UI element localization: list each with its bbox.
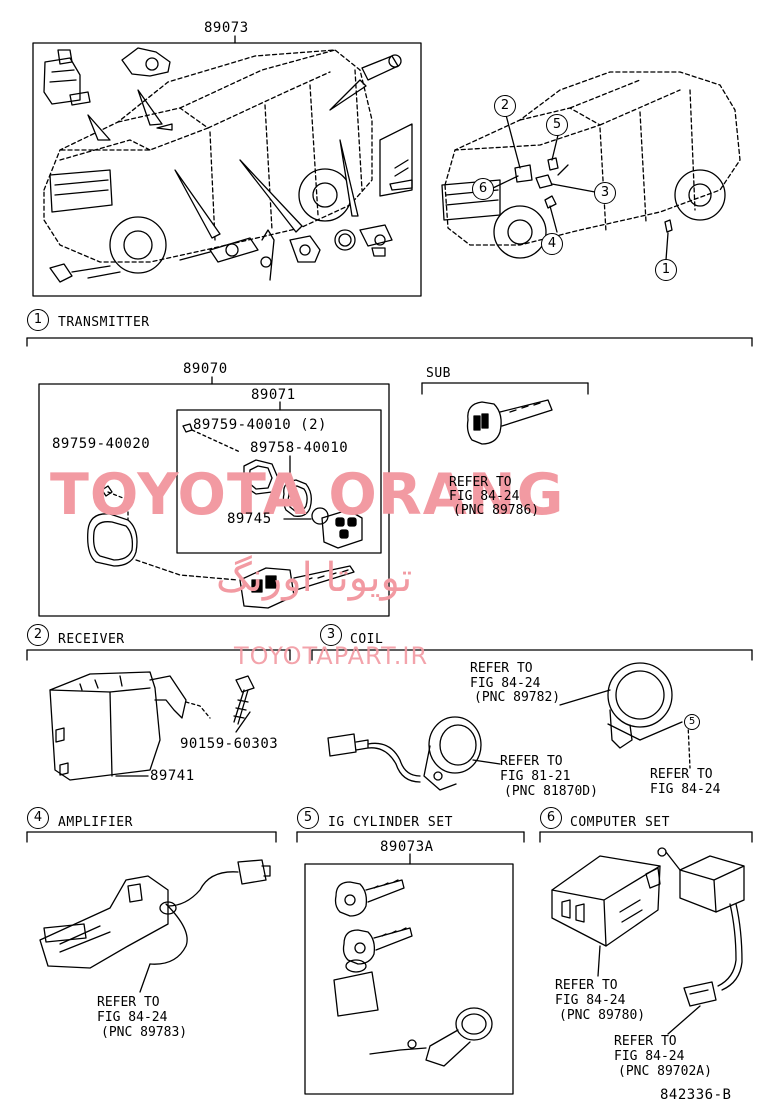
comp-ref-a-3: (PNC 89780) [559, 1008, 646, 1023]
sub-ref-line1: REFER TO [449, 475, 512, 490]
section-title-receiver: RECEIVER [58, 632, 125, 647]
overview-box [32, 35, 422, 297]
watermark-text: TOYOTA ORANG [50, 462, 565, 528]
coil-ref-top-2: FIG 84-24 [470, 676, 541, 691]
amp-ref-1: REFER TO [97, 995, 160, 1010]
comp-ref-b-3: (PNC 89702A) [618, 1064, 712, 1079]
comp-ref-b-2: FIG 84-24 [614, 1049, 685, 1064]
figure-id: 842336-B [660, 1087, 732, 1103]
main-part-number: 89073 [204, 20, 249, 36]
amplifier-section [26, 831, 277, 993]
ig-cylinder-section [296, 831, 525, 1095]
section-num-coil: 3 [320, 624, 342, 646]
overview-right [441, 71, 741, 261]
sub-ref-line2: FIG 84-24 [449, 489, 520, 504]
callout-5: 5 [546, 114, 568, 136]
section-title-amplifier: AMPLIFIER [58, 815, 133, 830]
callout-6: 6 [472, 178, 494, 200]
part-screw-b: 89759-40010 (2) [193, 417, 327, 433]
section-num-transmitter: 1 [27, 309, 49, 331]
amp-ref-2: FIG 84-24 [97, 1010, 168, 1025]
sub-ref-line3: (PNC 89786) [453, 503, 540, 518]
part-89071: 89071 [251, 387, 296, 403]
part-bolt: 90159-60303 [180, 736, 279, 752]
sub-title: SUB [426, 366, 451, 381]
coil-ref-mid-2: FIG 81-21 [500, 769, 571, 784]
section-title-computer: COMPUTER SET [570, 815, 670, 830]
callout-2: 2 [494, 95, 516, 117]
part-battery: 89745 [227, 511, 272, 527]
coil-ref-top-1: REFER TO [470, 661, 533, 676]
part-gasket: 89758-40010 [250, 440, 349, 456]
section-title-ig: IG CYLINDER SET [328, 815, 453, 830]
section-num-receiver: 2 [27, 624, 49, 646]
watermark-url: TOYOTAPART.IR [234, 642, 429, 670]
callout-1: 1 [655, 259, 677, 281]
comp-ref-a-1: REFER TO [555, 978, 618, 993]
coil-ref-right-1: REFER TO [650, 767, 713, 782]
coil-ref-mid-1: REFER TO [500, 754, 563, 769]
callout-3: 3 [594, 182, 616, 204]
amp-ref-3: (PNC 89783) [101, 1025, 188, 1040]
part-screw-a: 89759-40020 [52, 436, 151, 452]
coil-ref-mid-3: (PNC 81870D) [504, 784, 598, 799]
part-89741: 89741 [150, 768, 195, 784]
coil-section [311, 649, 753, 791]
section-title-coil: COIL [350, 632, 384, 647]
callout-4: 4 [541, 233, 563, 255]
comp-ref-b-1: REFER TO [614, 1034, 677, 1049]
watermark-farsi: تويوتا اورنگ [216, 555, 413, 601]
section-num-ig: 5 [297, 807, 319, 829]
section-num-computer: 6 [540, 807, 562, 829]
receiver-section [26, 649, 291, 781]
comp-ref-a-2: FIG 84-24 [555, 993, 626, 1008]
part-89070: 89070 [183, 361, 228, 377]
coil-ref-top-3: (PNC 89782) [474, 690, 561, 705]
part-89073A: 89073A [380, 839, 434, 855]
coil-marker-5: 5 [684, 714, 700, 730]
section-num-amplifier: 4 [27, 807, 49, 829]
computer-section [539, 831, 753, 1035]
coil-ref-right-2: FIG 84-24 [650, 782, 721, 797]
transmitter-section [26, 337, 753, 617]
section-title-transmitter: TRANSMITTER [58, 315, 150, 330]
